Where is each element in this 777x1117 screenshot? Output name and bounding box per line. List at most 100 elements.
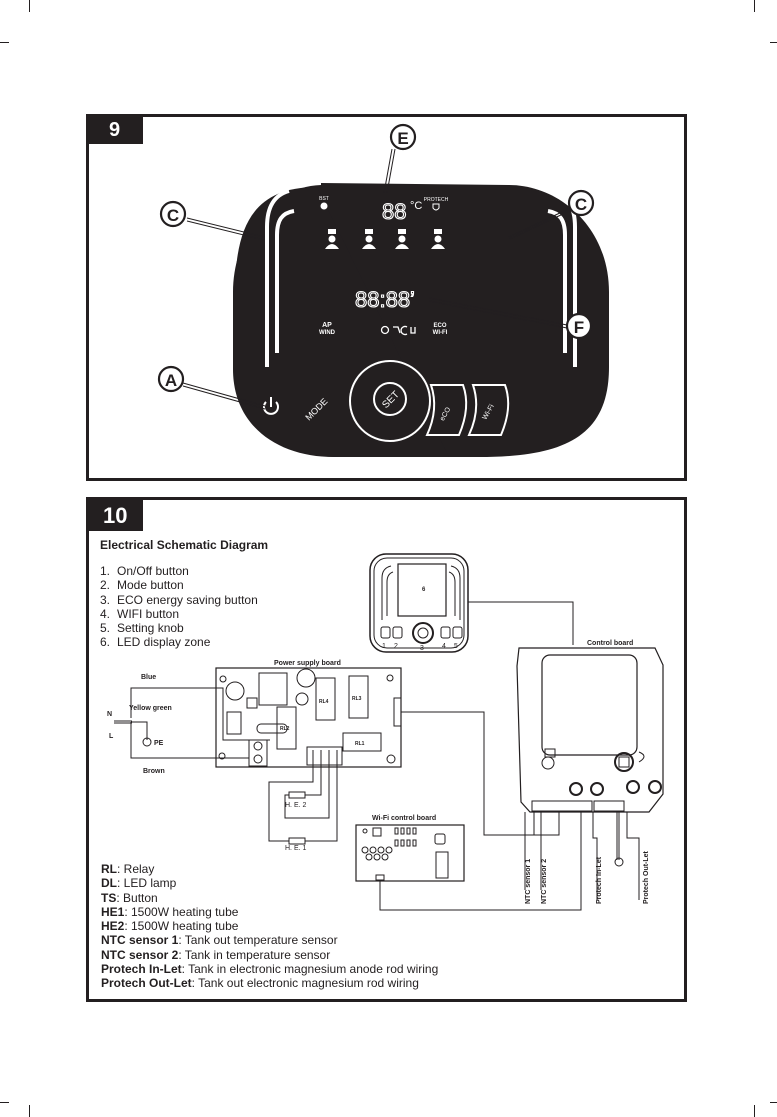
indicator-bottom-left: AP xyxy=(322,322,332,329)
relay-rl1 xyxy=(342,732,382,752)
relay-rl4 xyxy=(315,677,336,721)
label-protech-in: Protech In-Let xyxy=(596,856,603,904)
label-power-supply-board: Power supply board xyxy=(274,660,341,667)
indicator-wifi: WI-FI xyxy=(433,330,448,336)
label-control-board: Control board xyxy=(587,640,633,647)
crop-mark xyxy=(754,0,755,12)
callout-C-left: C xyxy=(159,200,187,228)
wifi-control-board xyxy=(355,824,465,882)
svg-text:1: 1 xyxy=(382,643,386,650)
mini-button-1 xyxy=(380,626,391,639)
list-item: 3.ECO energy saving button xyxy=(100,592,258,607)
button-list: 1.On/Off button 2.Mode button 3.ECO ener… xyxy=(100,564,258,650)
label-yellow-green: Yellow green xyxy=(129,705,172,712)
relay-rl2 xyxy=(276,706,297,750)
timer-mode-icons xyxy=(380,325,416,336)
light-bar-left-outer xyxy=(265,189,290,367)
figure-9-panel: 9 BST 88 °C PROTECH 88:88’ AP WIND xyxy=(86,114,687,481)
callout-E: E xyxy=(389,123,417,151)
shower-person-icon xyxy=(431,229,445,249)
crop-mark xyxy=(0,1102,9,1103)
crop-mark xyxy=(754,1105,755,1117)
heating-element-2 xyxy=(288,791,306,799)
label-brown: Brown xyxy=(143,768,165,775)
set-button[interactable] xyxy=(373,382,407,416)
svg-text:F: F xyxy=(574,318,584,337)
label-ntc2: NTC sensor 2 xyxy=(541,859,548,904)
legend-item: TS: Button xyxy=(101,890,158,905)
label-rl4: RL4 xyxy=(319,699,329,705)
label-he2: H. E. 2 xyxy=(285,802,307,809)
legend-item: HE1: 1500W heating tube xyxy=(101,904,239,919)
label-rl2: RL2 xyxy=(280,726,290,732)
figure-number: 10 xyxy=(89,500,143,531)
label-pe: PE xyxy=(154,740,164,747)
eco-button[interactable] xyxy=(425,384,468,436)
legend-item: NTC sensor 2: Tank in temperature sensor xyxy=(101,947,331,962)
temperature-display: 88 xyxy=(382,199,406,224)
mini-display-label: 6 xyxy=(422,587,426,593)
label-n: N xyxy=(107,711,112,718)
legend-item: HE2: 1500W heating tube xyxy=(101,919,239,934)
figure-10-panel: 10 Electrical Schematic Diagram 1.On/Off… xyxy=(86,497,687,1002)
wiring-diagram: Power supply board Control board Wi-Fi c… xyxy=(107,553,664,911)
crop-mark xyxy=(0,42,9,43)
label-blue: Blue xyxy=(141,674,156,681)
protech-label: PROTECH xyxy=(424,197,449,203)
list-item: 6.LED display zone xyxy=(100,635,211,650)
control-board xyxy=(516,647,664,813)
list-item: 2.Mode button xyxy=(100,578,184,593)
label-rl1: RL1 xyxy=(355,741,365,747)
legend-item: DL: LED lamp xyxy=(101,876,177,891)
label-wifi-board: Wi-Fi control board xyxy=(372,815,436,822)
mini-button-2 xyxy=(392,626,403,639)
svg-text:5: 5 xyxy=(454,643,458,650)
legend-item: NTC sensor 1: Tank out temperature senso… xyxy=(101,933,338,948)
legend: RL: Relay DL: LED lamp TS: Button HE1: 1… xyxy=(101,862,438,991)
leaf-icon xyxy=(393,326,401,334)
shower-person-icon xyxy=(325,229,339,249)
clock-icon xyxy=(380,325,390,335)
power-supply-board xyxy=(215,667,402,768)
crop-mark xyxy=(770,1102,777,1103)
callout-F: F xyxy=(565,312,593,340)
led-display-zone xyxy=(397,563,447,617)
label-protech-out: Protech Out-Let xyxy=(643,850,650,904)
callout-C-right: C xyxy=(567,189,595,217)
svg-text:3: 3 xyxy=(420,645,424,652)
mini-control-panel xyxy=(369,553,469,653)
power-icon xyxy=(410,327,416,334)
svg-text:4: 4 xyxy=(442,643,446,650)
light-bar-right-inner xyxy=(547,209,567,353)
svg-text:C: C xyxy=(167,206,179,225)
wifi-button[interactable] xyxy=(467,384,510,436)
legend-item: Protech In-Let: Tank in electronic magne… xyxy=(101,962,439,977)
indicator-eco: ECO xyxy=(433,323,446,329)
schematic-title: Electrical Schematic Diagram xyxy=(100,538,269,552)
label-l: L xyxy=(109,733,114,740)
heating-element-1 xyxy=(288,837,306,845)
label-ntc1: NTC sensor 1 xyxy=(525,859,532,904)
crop-mark xyxy=(770,42,777,43)
figure-number: 9 xyxy=(89,117,143,144)
indicator-top-left: BST xyxy=(319,196,329,202)
legend-item: Protech Out-Let: Tank out electronic mag… xyxy=(101,976,419,991)
svg-text:C: C xyxy=(575,195,587,214)
control-panel-illustration: BST 88 °C PROTECH 88:88’ AP WIND ECO WI-… xyxy=(157,123,609,457)
list-item: 4.WIFI button xyxy=(100,606,180,621)
temperature-unit: °C xyxy=(410,200,422,212)
light-bar-left-inner xyxy=(275,209,295,353)
mini-button-4 xyxy=(440,626,451,639)
ground-icon xyxy=(142,737,152,747)
svg-text:2: 2 xyxy=(394,643,398,650)
boost-icon xyxy=(320,202,328,210)
list-item: 5.Setting knob xyxy=(100,621,184,636)
mini-knob xyxy=(412,622,434,644)
legend-item: RL: Relay xyxy=(101,862,155,876)
svg-text:A: A xyxy=(165,371,177,390)
mini-button-5 xyxy=(452,626,463,639)
callout-A: A xyxy=(157,365,185,393)
crop-mark xyxy=(29,1105,30,1117)
crop-mark xyxy=(29,0,30,12)
svg-text:E: E xyxy=(397,129,408,148)
